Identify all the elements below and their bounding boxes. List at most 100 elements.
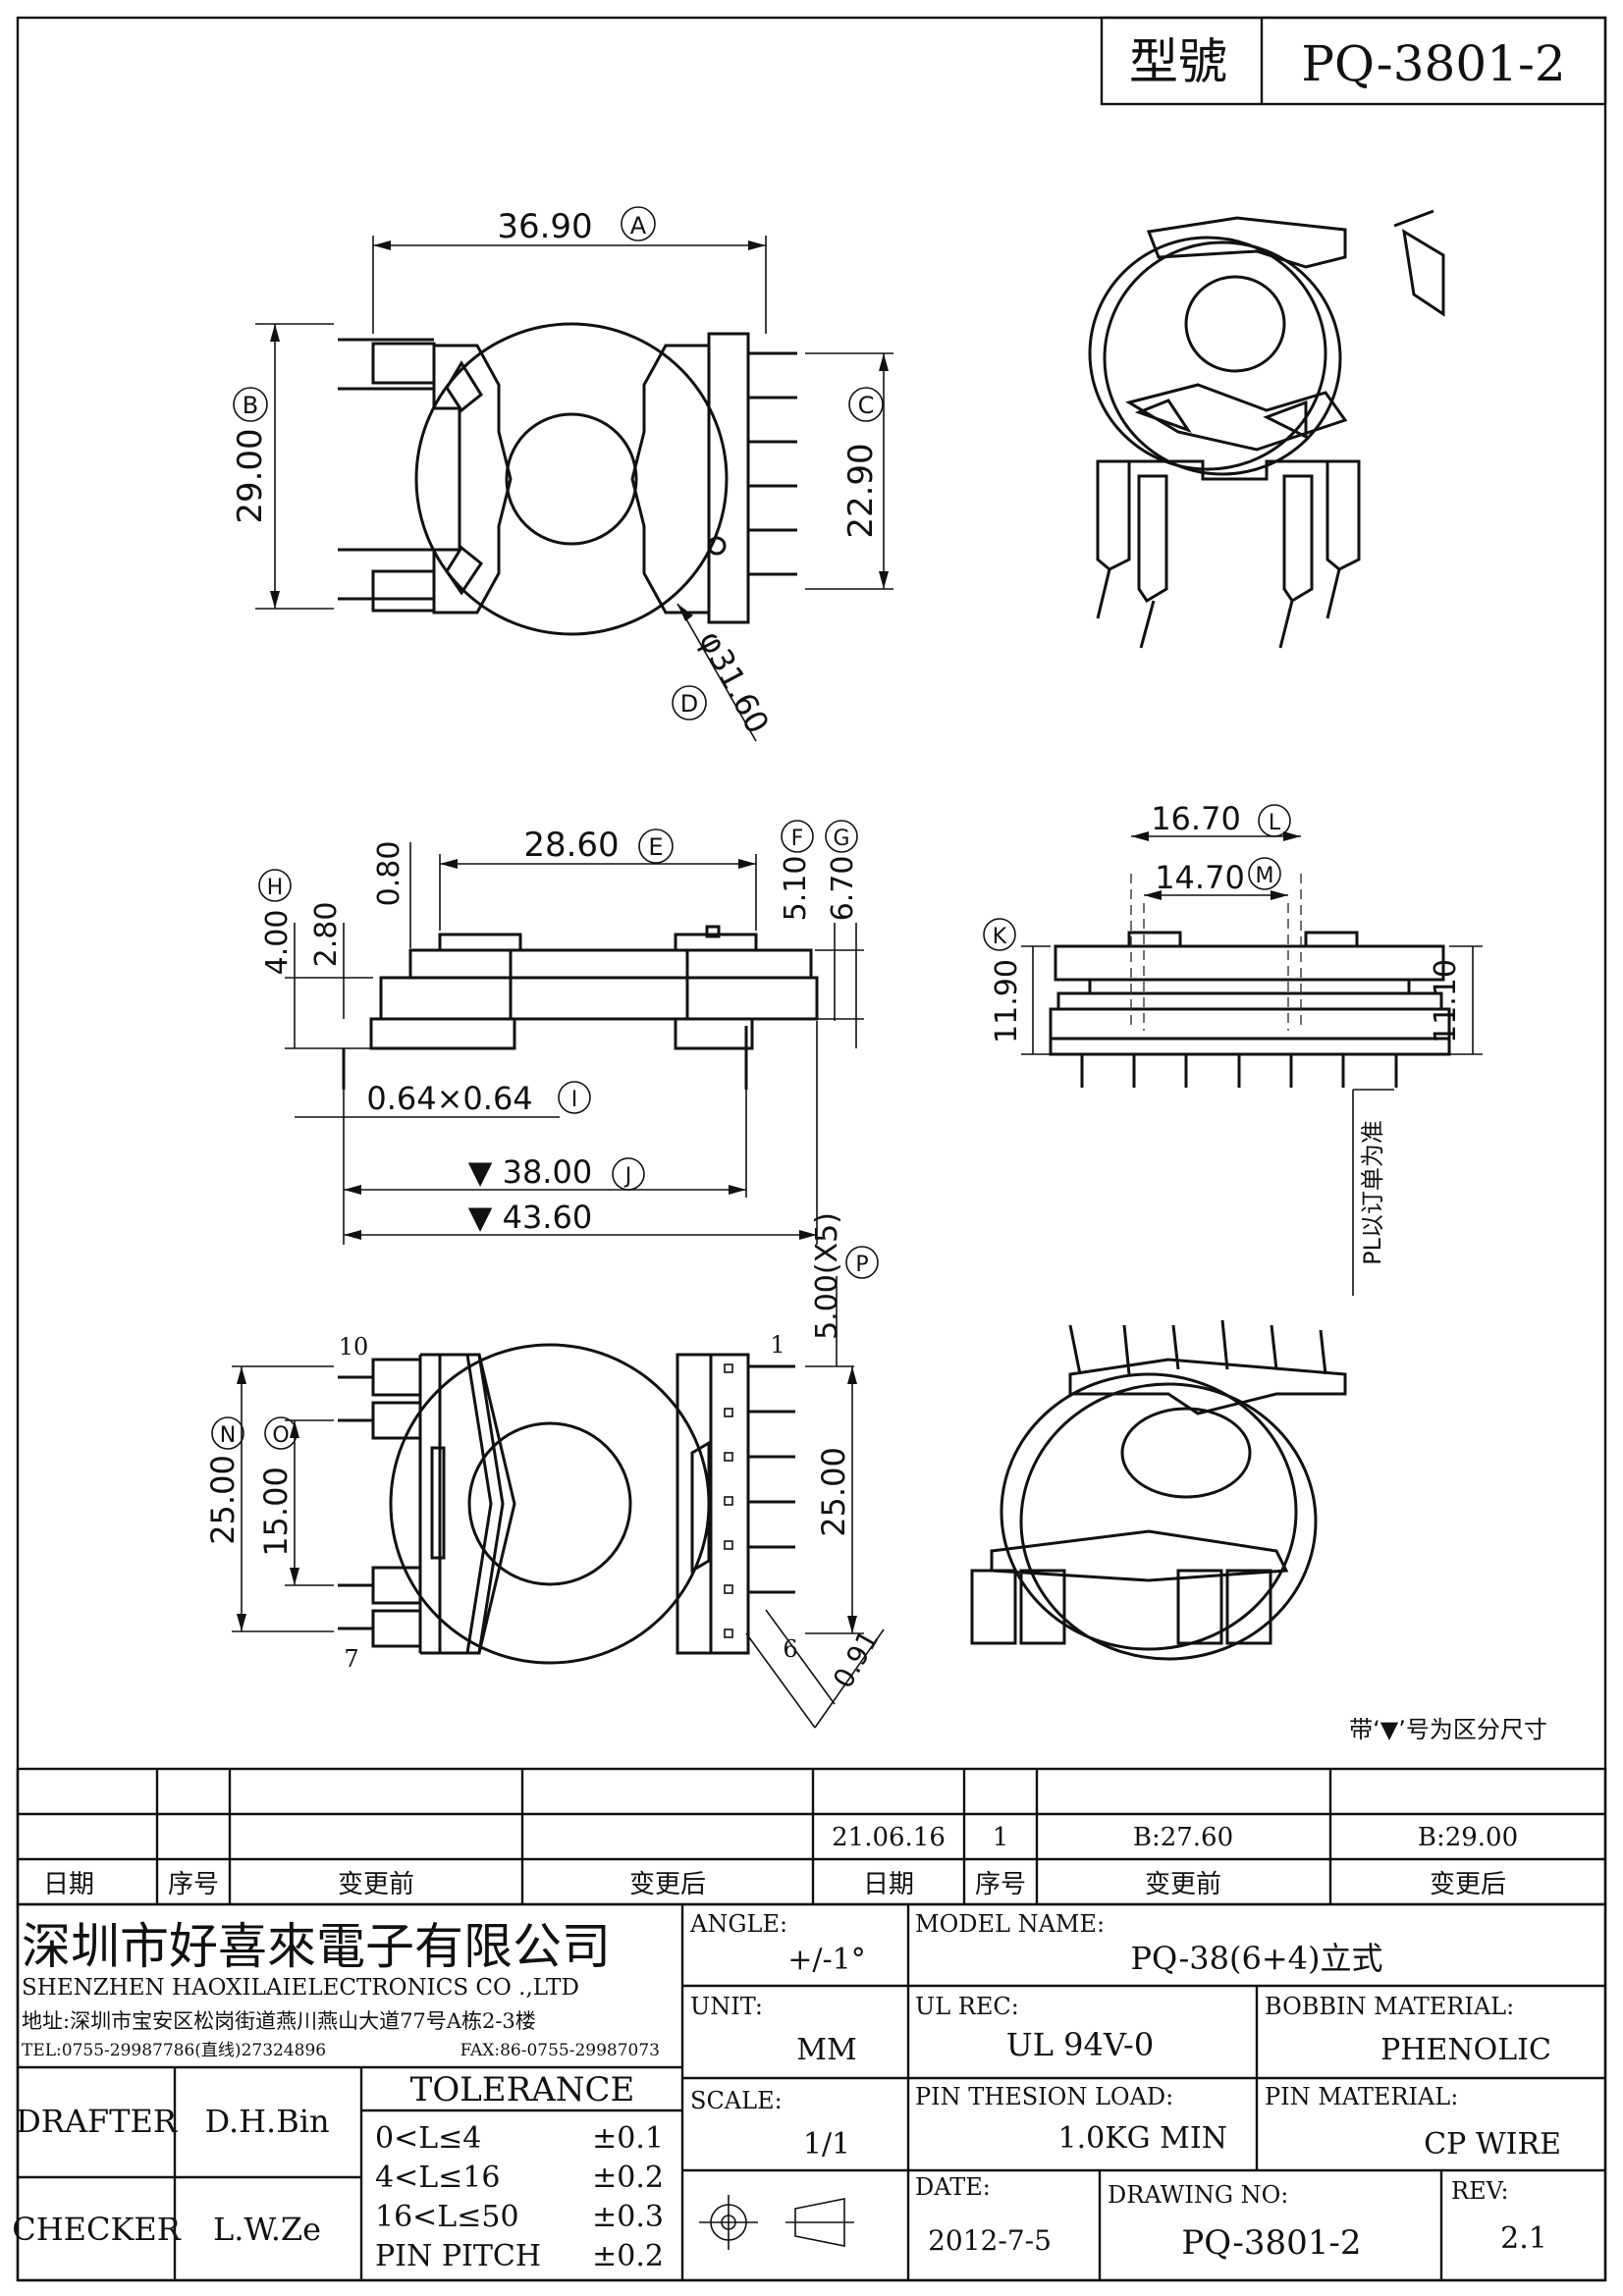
rev-header-seq-left: 序号 bbox=[168, 1870, 219, 1899]
top-left-terminal-block bbox=[432, 344, 513, 614]
tolerance-range-2: 4<L≤16 bbox=[375, 2161, 500, 2195]
scale-label: SCALE: bbox=[690, 2087, 783, 2114]
dim-i-tag: I bbox=[571, 1088, 578, 1112]
drawing-no-label: DRAWING NO: bbox=[1108, 2181, 1288, 2209]
company-name-en: SHENZHEN HAOXILAIELECTRONICS CO .,LTD bbox=[22, 1975, 579, 2001]
dim-right-value: 25.00 bbox=[815, 1447, 852, 1537]
dim-p-tag: P bbox=[855, 1253, 868, 1277]
dim-f-tag: F bbox=[791, 827, 804, 851]
pin-10-label: 10 bbox=[339, 1333, 369, 1361]
rev-header-before-right: 变更前 bbox=[1145, 1870, 1221, 1899]
projection-symbol-icon bbox=[699, 2195, 854, 2250]
dim-f-value: 5.10 bbox=[779, 856, 813, 922]
dim-091-value: 0.91 bbox=[827, 1625, 886, 1693]
top-flange-circle bbox=[414, 322, 729, 636]
pin-1-label: 1 bbox=[770, 1331, 784, 1359]
bobbin-value: PHENOLIC bbox=[1380, 2033, 1551, 2067]
tolerance-value-2: ±0.2 bbox=[592, 2161, 664, 2195]
dim-d-tag: D bbox=[680, 690, 698, 718]
dim-i-value: 0.64×0.64 bbox=[366, 1080, 532, 1117]
top-left-triangle-lower bbox=[445, 545, 484, 596]
company-address: 地址:深圳市宝安区松岗街道燕川燕山大道77号A栋2-3楼 bbox=[22, 2009, 536, 2033]
dim-l-value: 16.70 bbox=[1151, 800, 1241, 837]
iso-view-top bbox=[1088, 209, 1445, 649]
unit-value: MM bbox=[796, 2033, 856, 2067]
dim-b-tag: B bbox=[243, 392, 258, 419]
dim-h2-value: 2.80 bbox=[309, 902, 344, 968]
rev-value: 2.1 bbox=[1500, 2221, 1547, 2256]
ul-value: UL 94V-0 bbox=[1006, 2026, 1154, 2063]
tolerance-range-1: 0<L≤4 bbox=[375, 2121, 481, 2156]
model-name-label: MODEL NAME: bbox=[915, 1910, 1105, 1938]
pin-7-label: 7 bbox=[344, 1645, 358, 1673]
top-right-terminal-block bbox=[630, 344, 711, 614]
revision-after: B:29.00 bbox=[1418, 1823, 1518, 1852]
dim-k-tag: K bbox=[993, 925, 1007, 949]
company-name-cn: 深圳市好喜來電子有限公司 bbox=[22, 1918, 611, 1975]
dim-c-tag: C bbox=[858, 392, 875, 419]
pin-material-value: CP WIRE bbox=[1424, 2127, 1561, 2162]
revision-before: B:27.60 bbox=[1133, 1823, 1233, 1852]
bottom-view: 10 1 7 6 5.00(X5) P 25.00 25.00 N 15.00 … bbox=[204, 1212, 886, 1729]
end-view: 16.70 L 14.70 M 11.90 K 11.10 PL以订单为准 bbox=[983, 800, 1483, 1296]
pin-6-label: 6 bbox=[783, 1635, 797, 1663]
dim-k-value: 11.90 bbox=[990, 959, 1024, 1043]
tolerance-title: TOLERANCE bbox=[410, 2070, 635, 2109]
top-view: 36.90 A 29.00 B 22.90 C φ31.60 D bbox=[231, 206, 893, 742]
dim-g-tag: G bbox=[833, 827, 849, 851]
drafter-label: DRAFTER bbox=[16, 2103, 178, 2140]
pl-note: PL以订单为准 bbox=[1359, 1120, 1386, 1265]
dim-e-value: 28.60 bbox=[523, 826, 619, 865]
side-flange-top bbox=[408, 948, 813, 980]
checker-label: CHECKER bbox=[12, 2211, 182, 2248]
tolerance-value-3: ±0.3 bbox=[592, 2200, 664, 2234]
side-view: 28.60 E 0.80 5.10 6.70 F G 4.00 2.80 H 0… bbox=[258, 820, 864, 1245]
ul-label: UL REC: bbox=[915, 1993, 1019, 2020]
dim-b-value: 29.00 bbox=[231, 428, 270, 523]
dim-j-tag: J bbox=[623, 1164, 632, 1189]
drawing-no-value: PQ-3801-2 bbox=[1181, 2223, 1361, 2263]
dim-o-tag: O bbox=[272, 1423, 289, 1448]
tolerance-value-1: ±0.1 bbox=[592, 2121, 664, 2156]
dim-m-tag: M bbox=[1256, 864, 1274, 888]
pin-load-value: 1.0KG MIN bbox=[1058, 2121, 1227, 2156]
dim-j-value: ▼ 38.00 bbox=[468, 1153, 592, 1191]
dim-d-value: φ31.60 bbox=[691, 624, 776, 739]
angle-label: ANGLE: bbox=[689, 1910, 787, 1938]
rev-header-date-right: 日期 bbox=[863, 1870, 914, 1899]
side-right-foot bbox=[674, 1017, 754, 1050]
dim-c-value: 22.90 bbox=[841, 443, 881, 538]
pin-load-label: PIN THESION LOAD: bbox=[915, 2083, 1173, 2110]
title-block: 深圳市好喜來電子有限公司 SHENZHEN HAOXILAIELECTRONIC… bbox=[12, 1902, 1607, 2282]
rev-header-before-left: 变更前 bbox=[338, 1870, 414, 1899]
dim-p-value: 5.00(X5) bbox=[810, 1212, 844, 1340]
top-left-triangle-upper bbox=[445, 360, 483, 413]
tolerance-value-4: ±0.2 bbox=[592, 2239, 664, 2273]
rev-header-after-left: 变更后 bbox=[629, 1870, 706, 1899]
company-fax: FAX:86-0755-29987073 bbox=[460, 2041, 660, 2060]
rev-label: REV: bbox=[1451, 2177, 1509, 2205]
date-label: DATE: bbox=[915, 2173, 991, 2201]
rev-header-after-right: 变更后 bbox=[1430, 1870, 1506, 1899]
dim-e-tag: E bbox=[648, 833, 663, 861]
dim-080-value: 0.80 bbox=[372, 841, 406, 907]
date-value: 2012-7-5 bbox=[928, 2224, 1052, 2257]
dim-n-value: 25.00 bbox=[204, 1455, 242, 1545]
dim-total-value: ▼ 43.60 bbox=[468, 1199, 592, 1236]
dim-1110-value: 11.10 bbox=[1429, 959, 1463, 1043]
side-left-foot bbox=[369, 1017, 516, 1050]
dim-g-value: 6.70 bbox=[826, 856, 860, 922]
pin-material-label: PIN MATERIAL: bbox=[1265, 2083, 1458, 2110]
bobbin-label: BOBBIN MATERIAL: bbox=[1265, 1993, 1514, 2020]
drafter-value: D.H.Bin bbox=[204, 2103, 329, 2140]
dim-o-value: 15.00 bbox=[257, 1467, 295, 1557]
tolerance-range-4: PIN PITCH bbox=[375, 2239, 541, 2273]
side-body bbox=[379, 976, 819, 1021]
model-name-value: PQ-38(6+4)立式 bbox=[1131, 1940, 1383, 1977]
dim-m-value: 14.70 bbox=[1155, 859, 1245, 896]
unit-label: UNIT: bbox=[690, 1993, 763, 2020]
model-header: 型號 PQ-3801-2 bbox=[1100, 16, 1607, 106]
iso-view-bottom bbox=[970, 1319, 1347, 1661]
revision-table: 21.06.16 1 B:27.60 B:29.00 日期 序号 变更前 变更后… bbox=[16, 1767, 1607, 1906]
